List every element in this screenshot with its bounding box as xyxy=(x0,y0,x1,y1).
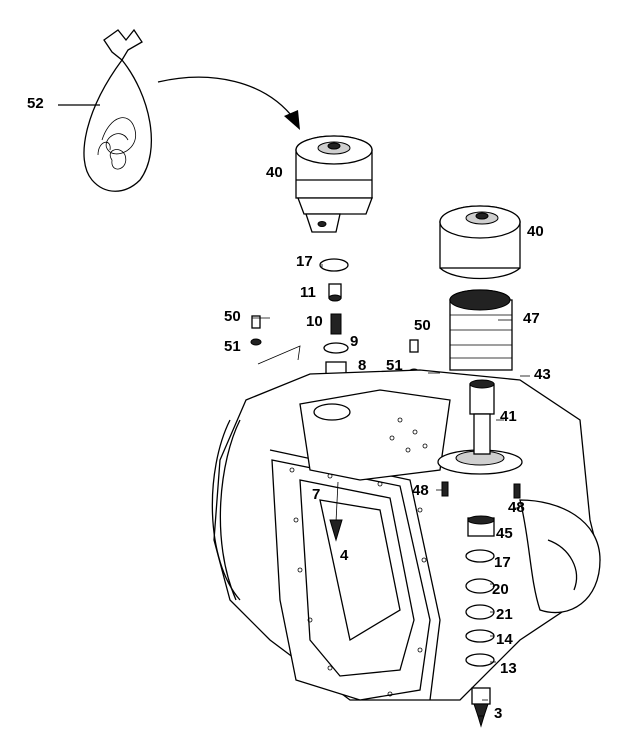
callout-14: 14 xyxy=(496,631,513,648)
callout-45: 45 xyxy=(496,525,513,542)
callout-11: 11 xyxy=(300,284,316,301)
callout-9: 9 xyxy=(350,333,359,350)
bolt-48-right xyxy=(513,483,521,499)
callout-51-left: 51 xyxy=(224,338,241,355)
valve-11 xyxy=(328,283,342,302)
callout-48-left: 48 xyxy=(412,482,429,499)
screw-50-left xyxy=(250,315,262,346)
callout-8: 8 xyxy=(358,357,367,374)
ring-20 xyxy=(465,578,495,594)
callout-47: 47 xyxy=(523,310,540,327)
motor-40-left xyxy=(295,135,373,233)
insert-45 xyxy=(467,515,495,537)
callout-13: 13 xyxy=(500,660,517,677)
valve-3 xyxy=(471,687,491,728)
callout-50-left: 50 xyxy=(224,308,241,325)
callout-41: 41 xyxy=(500,408,517,425)
valve-4 xyxy=(329,481,343,542)
callout-4: 4 xyxy=(340,547,349,564)
callout-51-right: 51 xyxy=(386,357,403,374)
callout-21: 21 xyxy=(496,606,513,623)
callout-17-lower: 17 xyxy=(494,554,511,571)
callout-43: 43 xyxy=(534,366,551,383)
motor-40-right xyxy=(439,205,521,280)
callout-10: 10 xyxy=(306,313,323,330)
callout-52: 52 xyxy=(27,95,44,112)
callout-40-left: 40 xyxy=(266,164,283,181)
drum-47 xyxy=(449,289,513,371)
o-ring-17-lower xyxy=(465,549,495,563)
main-housing xyxy=(211,369,601,701)
leader-lines xyxy=(252,264,530,701)
curved-arrow xyxy=(157,76,296,121)
bolt-48-left xyxy=(441,481,449,497)
o-ring-17 xyxy=(319,258,349,272)
callout-3: 3 xyxy=(494,705,503,722)
callout-48-right: 48 xyxy=(508,499,525,516)
spring-10 xyxy=(330,313,342,335)
callout-7: 7 xyxy=(312,486,321,503)
shaft-41 xyxy=(469,379,495,455)
arrow-head xyxy=(284,110,300,130)
callout-40-right: 40 xyxy=(527,223,544,240)
parts-bag xyxy=(83,28,152,192)
callout-17-upper: 17 xyxy=(296,253,313,270)
callout-50-right: 50 xyxy=(414,317,431,334)
ring-13 xyxy=(465,653,495,667)
callout-20: 20 xyxy=(492,581,509,598)
o-ring-9 xyxy=(323,342,349,354)
